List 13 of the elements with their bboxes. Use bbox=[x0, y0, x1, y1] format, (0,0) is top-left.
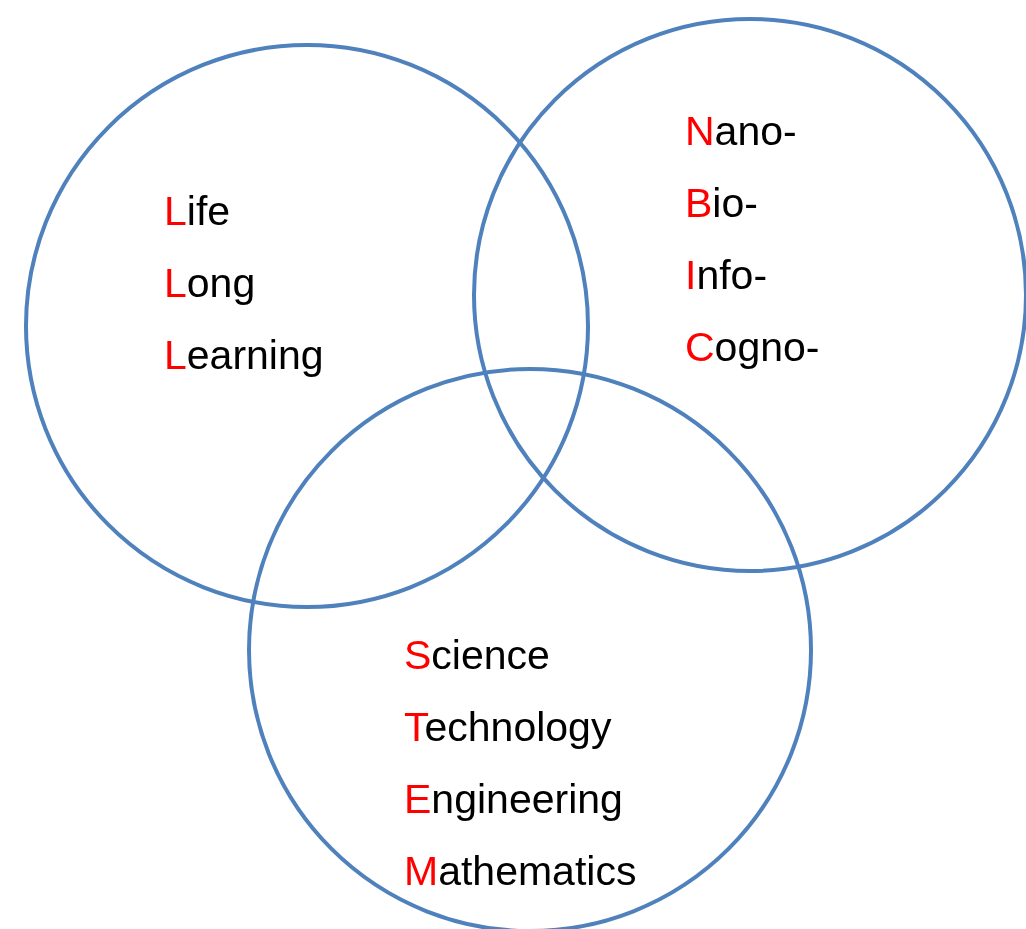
acronym-word: Long bbox=[164, 259, 256, 308]
acronym-word: Cogno- bbox=[685, 323, 820, 372]
venn-circle bbox=[472, 17, 1026, 573]
acronym-word: Science bbox=[404, 631, 550, 680]
acronym-word: Bio- bbox=[685, 179, 758, 228]
acronym-word: Life bbox=[164, 187, 231, 236]
acronym-word: Info- bbox=[685, 251, 768, 300]
acronym-word: Technology bbox=[404, 703, 612, 752]
acronym-word: Nano- bbox=[685, 107, 797, 156]
acronym-word: Learning bbox=[164, 331, 324, 380]
acronym-word: Engineering bbox=[404, 775, 623, 824]
acronym-word: Mathematics bbox=[404, 847, 637, 896]
venn-circle bbox=[24, 43, 590, 609]
